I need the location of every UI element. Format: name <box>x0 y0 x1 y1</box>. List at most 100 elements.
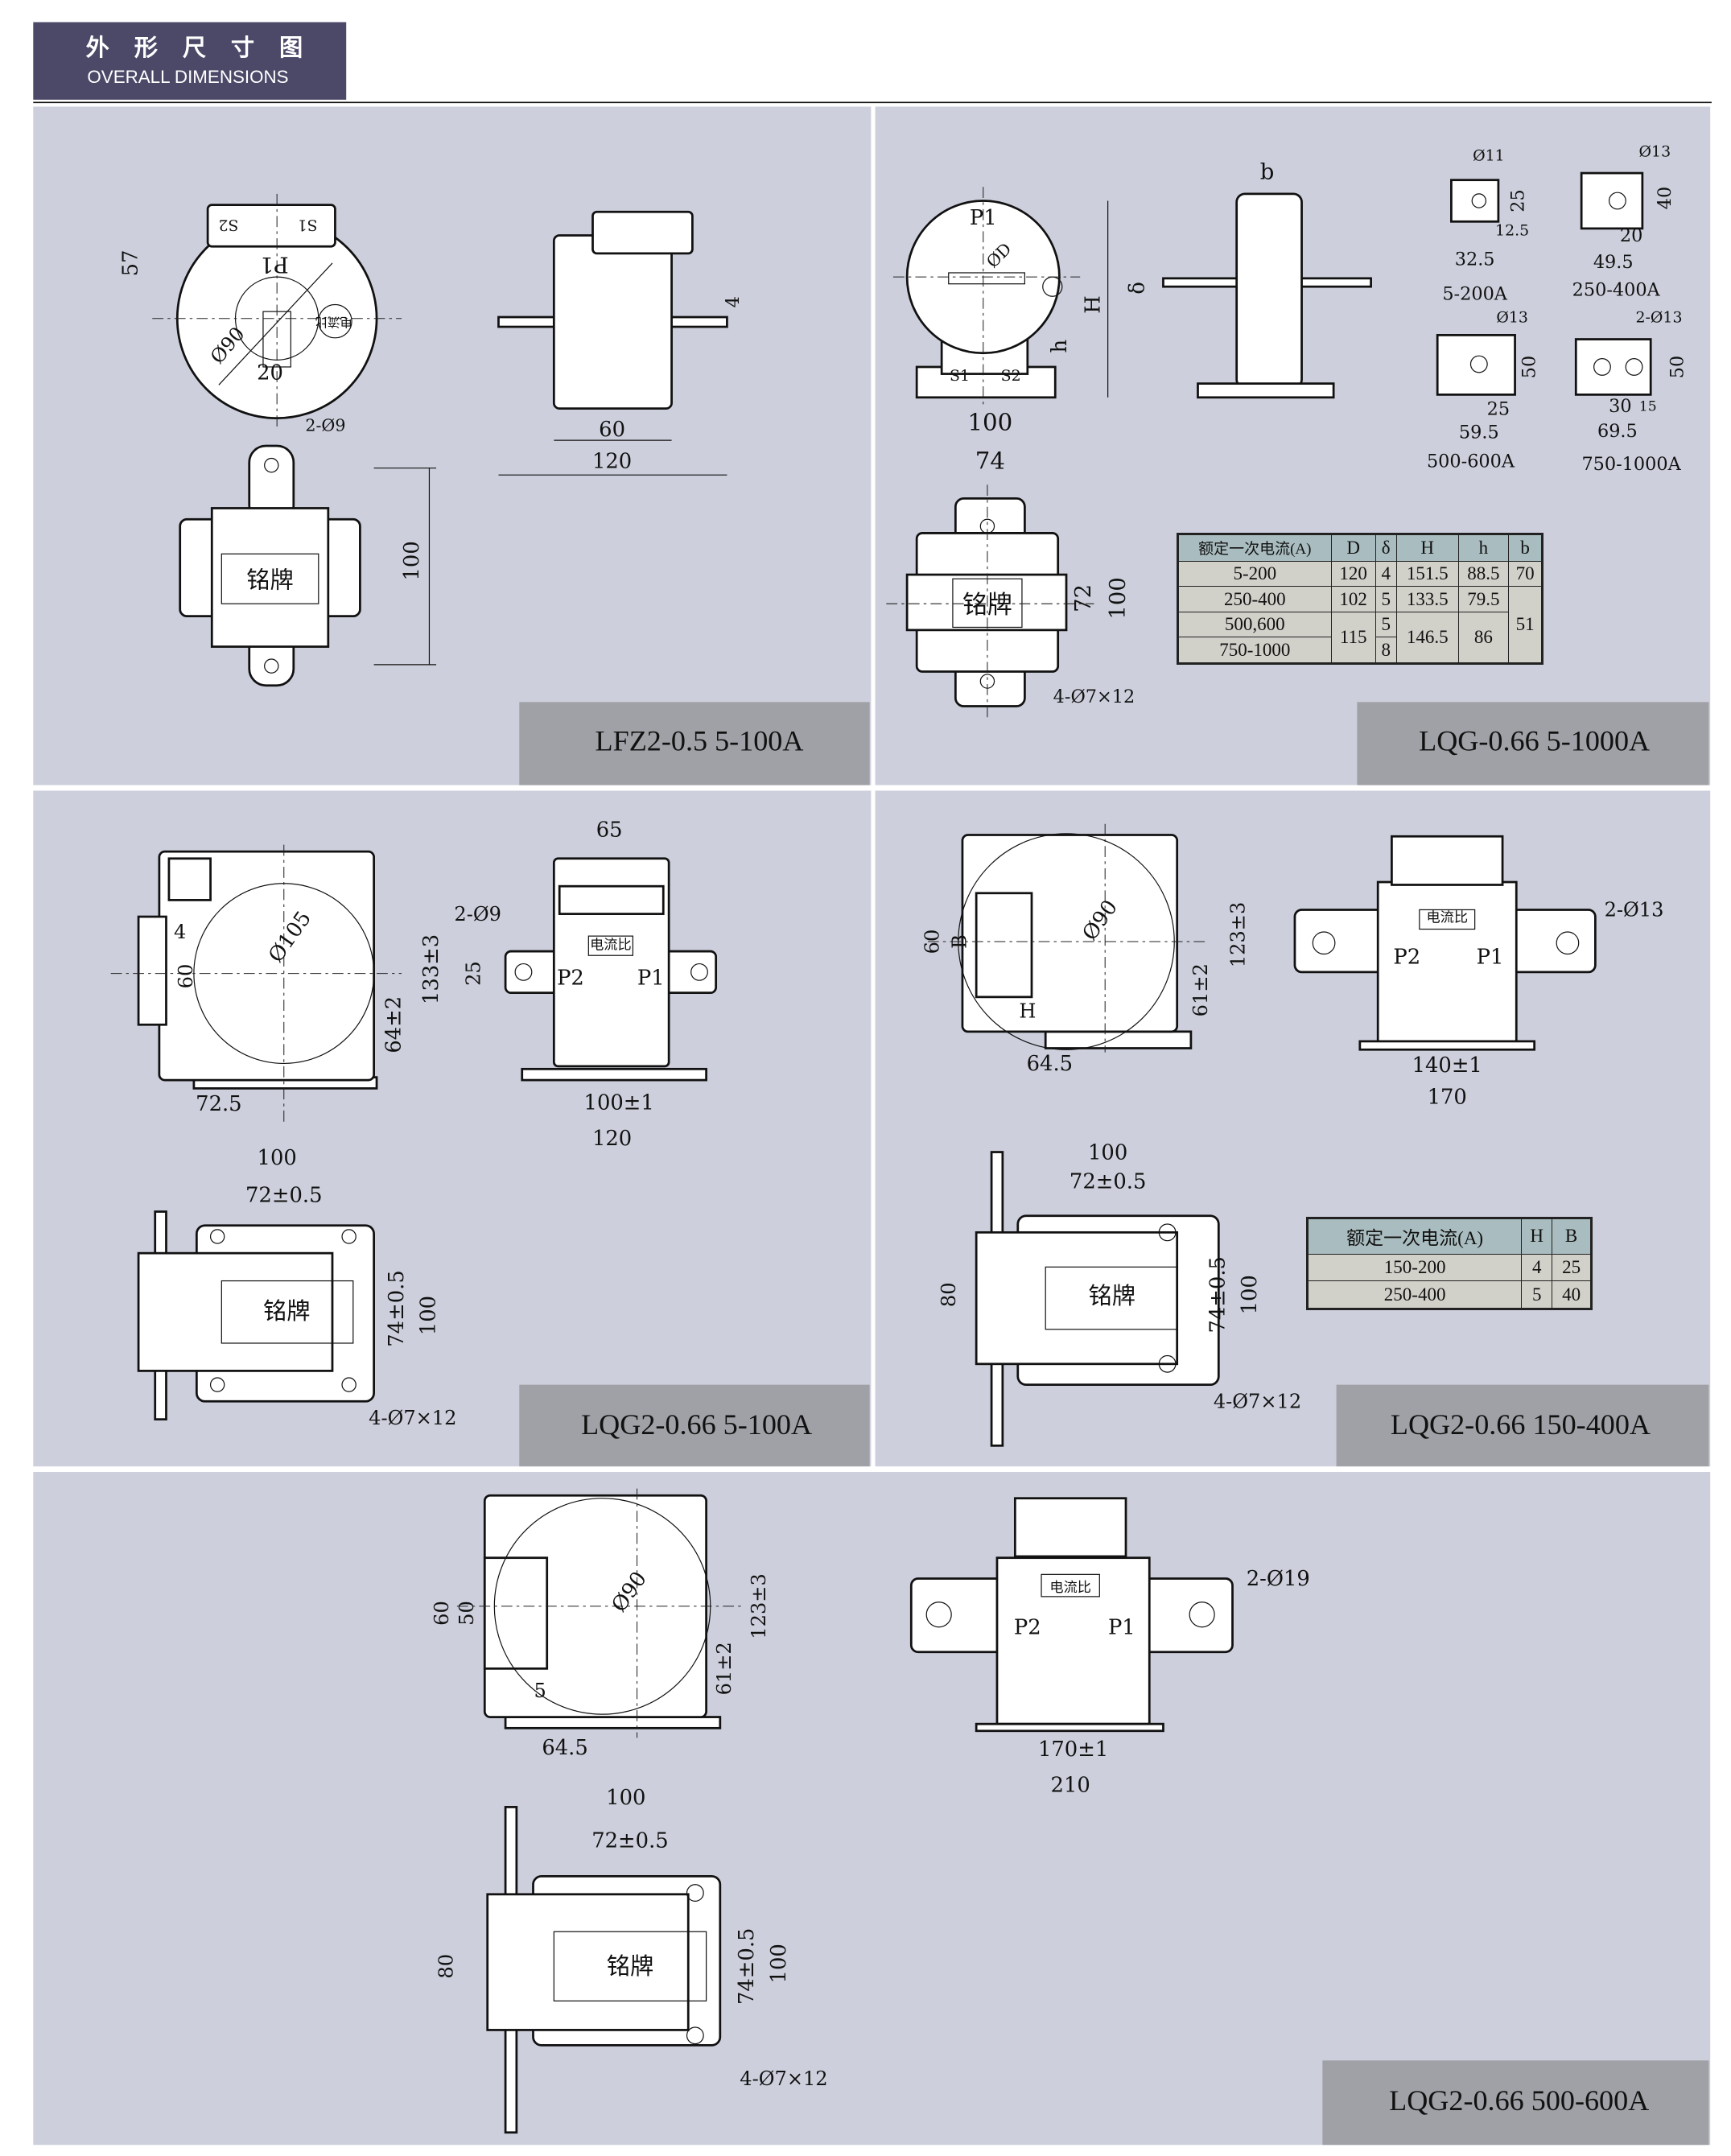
dimension-label: S1 <box>950 367 970 385</box>
dimension-label: 50 <box>455 1601 478 1626</box>
dimension-label: 59.5 <box>1459 423 1499 443</box>
dimension-label: 4-Ø7×12 <box>369 1407 456 1429</box>
model-label-lqg2-5-100: LQG2-0.66 5-100A <box>519 1384 870 1467</box>
table-header: H <box>1395 534 1459 562</box>
dimension-label: h <box>1048 340 1072 353</box>
dimension-label: S2 <box>1001 367 1021 385</box>
dimension-label: δ <box>1125 282 1149 295</box>
lqg2-spec-table: 额定一次电流(A) H B 150-200 4 25 250-400 5 40 <box>1306 1217 1593 1310</box>
dimension-label: P1 <box>260 251 289 277</box>
dimension-label: 500-600A <box>1427 451 1515 472</box>
dimension-label: 61±2 <box>713 1642 736 1695</box>
table-cell: 8 <box>1374 637 1397 664</box>
lqg2-small-bottom-view <box>137 1210 375 1421</box>
dimension-label: S2 <box>218 216 238 234</box>
dimension-label: 100 <box>606 1786 645 1810</box>
table-header: B <box>1552 1218 1592 1255</box>
dimension-label: 133±3 <box>419 934 443 1004</box>
dimension-label: 铭牌 <box>962 591 1012 620</box>
dimension-label: 210 <box>1051 1774 1090 1798</box>
dimension-label: 170±1 <box>1038 1738 1108 1762</box>
dimension-label: 电流比 <box>1426 909 1468 925</box>
dimension-label: 140±1 <box>1412 1053 1482 1078</box>
lqg2-medium-side-view <box>1293 835 1597 1051</box>
dimension-label: H <box>1019 1000 1036 1022</box>
dimension-label: 100 <box>416 1296 440 1335</box>
table-header: h <box>1457 534 1510 562</box>
dimension-label: 4-Ø7×12 <box>1214 1390 1301 1412</box>
dimension-label: 20 <box>257 361 283 385</box>
table-cell: 102 <box>1330 586 1376 612</box>
dimension-label: 120 <box>592 1127 632 1151</box>
dimension-label: 60 <box>599 418 625 442</box>
dimension-label: 25 <box>463 961 485 986</box>
dimension-label: 64.5 <box>542 1736 587 1760</box>
lqg-spec-table: 额定一次电流(A) D δ H h b 5-200 120 4 151.5 88… <box>1177 533 1543 665</box>
model-label-text: LQG2-0.66 150-400A <box>1391 1408 1651 1441</box>
dimension-label: 100 <box>1238 1275 1262 1314</box>
dimension-label: P2 <box>1393 946 1420 970</box>
dimension-label: P1 <box>1477 946 1504 970</box>
model-label-lfz2: LFZ2-0.5 5-100A <box>519 702 870 785</box>
table-row: 250-400 102 5 133.5 79.5 51 <box>1177 586 1543 664</box>
lqg2-large-side-view <box>909 1497 1234 1733</box>
dimension-label: 4-Ø7×12 <box>1053 686 1135 707</box>
dimension-label: H <box>1081 295 1105 313</box>
lqg-side-view <box>1162 192 1372 399</box>
table-header: H <box>1521 1218 1553 1255</box>
dimension-label: 100 <box>967 409 1012 436</box>
lqg-front-view <box>892 187 1109 409</box>
table-row: 250-400 5 40 <box>1306 1280 1592 1309</box>
table-cell: 5 <box>1374 586 1397 612</box>
lqg2-small-side-view <box>504 857 718 1082</box>
table-header-row: 额定一次电流(A) D δ H h b <box>1177 534 1543 562</box>
dimension-label: 60 <box>921 930 943 954</box>
dimension-label: 电流比 <box>590 938 632 954</box>
dimension-label: 12.5 <box>1495 221 1529 239</box>
dimension-label: 铭牌 <box>263 1297 311 1325</box>
dimension-label: B <box>949 934 971 949</box>
model-label-text: LFZ2-0.5 5-100A <box>596 724 804 756</box>
dimension-label: 72±0.5 <box>1070 1169 1146 1193</box>
dimension-label: 123±3 <box>1227 902 1250 967</box>
dimension-label: 72.5 <box>196 1092 241 1116</box>
table-cell: 40 <box>1552 1280 1592 1309</box>
lfz2-side-view <box>497 210 728 476</box>
table-header: 额定一次电流(A) <box>1306 1218 1523 1255</box>
dimension-label: P1 <box>637 966 665 990</box>
table-cell: 133.5 <box>1395 586 1459 612</box>
dimension-label: 57 <box>118 250 142 277</box>
dimension-label: 2-Ø9 <box>305 415 345 435</box>
table-row: 150-200 4 25 <box>1306 1253 1592 1282</box>
model-label-text: LQG-0.66 5-1000A <box>1419 724 1650 756</box>
table-cell: 150-200 <box>1306 1253 1523 1282</box>
table-cell: 120 <box>1330 560 1376 587</box>
lqg2-medium-front-view <box>927 823 1206 1053</box>
dimension-label: 5-200A <box>1442 283 1507 304</box>
dimension-label: 64.5 <box>1027 1052 1073 1076</box>
lqg2-large-bottom-view <box>486 1806 722 2134</box>
lqg2-large-front-view <box>456 1488 741 1738</box>
table-header: b <box>1508 534 1543 562</box>
lqg-bottom-view <box>886 484 1094 720</box>
model-label-lqg2-500-600: LQG2-0.66 500-600A <box>1322 2060 1709 2146</box>
dimension-label: 61±2 <box>1189 963 1212 1016</box>
table-row: 500,600 115 5 146.5 86 <box>1177 611 1543 665</box>
table-cell: 5 <box>1374 611 1397 638</box>
table-row: 5-200 120 4 151.5 88.5 70 <box>1177 560 1543 587</box>
dimension-label: 69.5 <box>1597 421 1638 442</box>
table-cell: 500,600 <box>1177 611 1332 638</box>
table-cell: 88.5 <box>1457 560 1510 587</box>
table-cell: 750-1000 <box>1177 637 1332 664</box>
lqg2-medium-bottom-view <box>975 1151 1220 1447</box>
table-cell: 115 <box>1330 611 1376 665</box>
table-cell: 151.5 <box>1395 560 1459 587</box>
dimension-label: 100±1 <box>584 1090 654 1115</box>
lqg2-small-front-view <box>110 844 402 1122</box>
dimension-label: 25 <box>1487 398 1510 419</box>
header-title-cn: 外 形 尺 寸 图 <box>86 34 311 61</box>
header-background <box>33 22 347 100</box>
dimension-label: 60 <box>175 964 197 989</box>
dimension-label: 2-Ø13 <box>1636 309 1683 327</box>
